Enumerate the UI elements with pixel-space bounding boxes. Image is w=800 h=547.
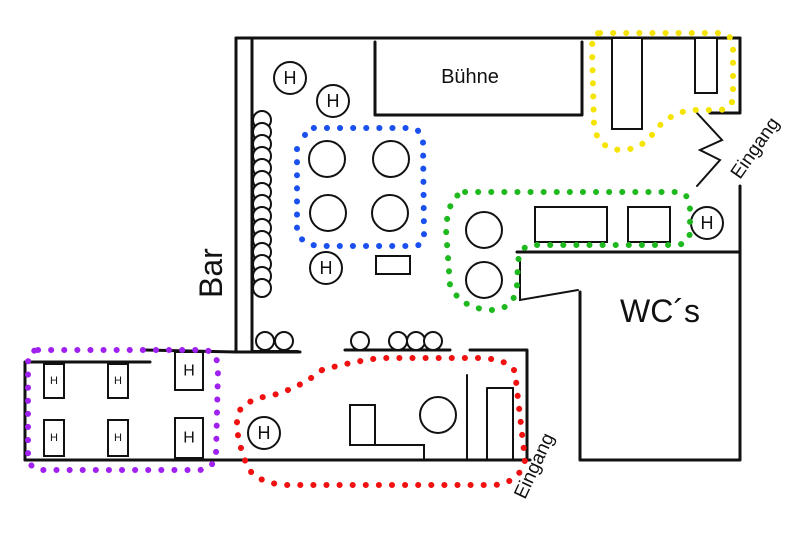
round-table xyxy=(419,396,457,434)
entrance-right-door xyxy=(696,112,724,187)
high-table-label: H xyxy=(183,430,195,447)
round-table xyxy=(372,140,410,178)
table xyxy=(174,417,204,459)
toilets-label: WC´s xyxy=(620,293,700,329)
high-table xyxy=(316,84,350,118)
wall-right-top xyxy=(708,36,742,115)
counter xyxy=(349,444,425,461)
table xyxy=(43,419,65,457)
round-table xyxy=(465,261,503,299)
table xyxy=(694,37,718,94)
high-table-label: H xyxy=(114,375,122,387)
table xyxy=(375,255,411,275)
wall-entrance-bottom xyxy=(468,348,529,462)
stool xyxy=(388,331,408,351)
purple-zone xyxy=(25,347,222,473)
blue-zone xyxy=(294,125,428,249)
red-zone xyxy=(233,355,529,488)
table xyxy=(486,387,514,461)
table xyxy=(349,404,376,446)
stool xyxy=(406,331,426,351)
table xyxy=(174,351,204,391)
wall-wc xyxy=(578,250,742,462)
round-table xyxy=(309,194,347,232)
purple-tables: H H H H H H xyxy=(43,351,204,459)
high-tables: H H H H H xyxy=(247,61,724,450)
stool xyxy=(274,331,294,351)
stool xyxy=(255,331,275,351)
bar-stools xyxy=(252,110,272,298)
high-table-label: H xyxy=(701,213,714,233)
table xyxy=(43,363,65,399)
zones xyxy=(25,30,736,488)
walls xyxy=(23,36,742,462)
high-table-label: H xyxy=(284,68,297,88)
high-table xyxy=(273,61,307,95)
table xyxy=(534,206,608,243)
entrance-bottom-label: Eingang xyxy=(510,430,559,502)
round-table xyxy=(465,211,503,249)
green-zone xyxy=(442,189,693,314)
entrance-right-label: Eingang xyxy=(727,114,784,183)
round-table xyxy=(308,140,346,178)
high-table-label: H xyxy=(258,423,271,443)
high-table-label: H xyxy=(50,375,58,387)
round-table xyxy=(371,194,409,232)
bar-stool xyxy=(252,278,272,298)
high-table-label: H xyxy=(327,91,340,111)
stage xyxy=(373,40,584,117)
high-table-label: H xyxy=(114,432,122,444)
bar-label: Bar xyxy=(193,248,229,298)
table xyxy=(107,363,129,399)
high-table xyxy=(309,251,343,285)
wall-wc-door xyxy=(519,257,579,302)
stool xyxy=(423,331,443,351)
table xyxy=(611,37,643,130)
table xyxy=(627,206,671,243)
table xyxy=(107,419,129,457)
stool xyxy=(350,331,370,351)
high-table-label: H xyxy=(183,363,195,380)
stage-label: Bühne xyxy=(441,66,499,88)
high-table-label: H xyxy=(320,258,333,278)
yellow-zone xyxy=(588,30,736,154)
high-table-label: H xyxy=(50,432,58,444)
high-table xyxy=(247,416,281,450)
bottom-stools xyxy=(251,331,443,352)
